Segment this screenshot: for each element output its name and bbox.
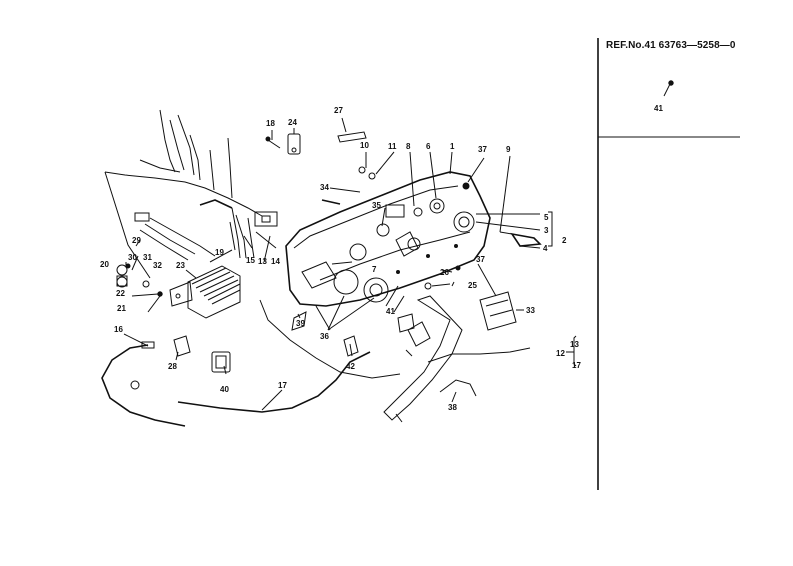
callout-28: 28: [168, 362, 177, 371]
callout-2: 2: [562, 236, 567, 245]
callout-11: 11: [388, 142, 397, 151]
callout-23: 23: [176, 261, 185, 270]
callout-26: 26: [440, 268, 449, 277]
wire-harness-17: [177, 351, 371, 413]
callout-12: 12: [556, 349, 565, 358]
lead-wire-16: [101, 344, 186, 427]
misc-small-parts: [265, 131, 470, 357]
label-plate: [479, 291, 517, 331]
callout-20: 20: [100, 260, 109, 269]
key-switch: [499, 231, 542, 247]
callout-10: 10: [360, 141, 369, 150]
dash-panel: [285, 171, 491, 307]
callout-14: 14: [271, 257, 280, 266]
callout-29: 29: [132, 236, 141, 245]
regulator-unit: [169, 265, 241, 319]
callout-8: 8: [406, 142, 411, 151]
callout-40: 40: [220, 385, 229, 394]
callout-32: 32: [153, 261, 162, 270]
reference-header: REF.No.41 63763—5258—0: [606, 40, 736, 51]
fuse-holder: [173, 335, 231, 373]
callout-41: 41: [386, 307, 395, 316]
wiring-harness: [104, 109, 278, 279]
callout-13-top: 13: [570, 340, 579, 349]
ref-bolt-icon: [663, 80, 674, 97]
callout-36: 36: [320, 332, 329, 341]
callout-21: 21: [117, 304, 126, 313]
callout-5: 5: [544, 213, 549, 222]
leader-lines: [123, 117, 577, 411]
callout-38: 38: [448, 403, 457, 412]
ref-callout-41: 41: [654, 104, 663, 113]
callout-6: 6: [426, 142, 431, 151]
callout-42: 42: [346, 362, 355, 371]
cable-38: [439, 379, 477, 397]
callout-17: 17: [278, 381, 287, 390]
callout-1: 1: [450, 142, 455, 151]
callout-3: 3: [544, 226, 549, 235]
callout-7: 7: [372, 265, 377, 274]
callout-19: 19: [215, 248, 224, 257]
callout-30: 30: [128, 253, 137, 262]
callout-39: 39: [296, 319, 305, 328]
callout-34: 34: [320, 183, 329, 192]
callout-22: 22: [116, 289, 125, 298]
callout-4: 4: [543, 244, 548, 253]
callout-25: 25: [468, 281, 477, 290]
callout-33: 33: [526, 306, 535, 315]
callout-15: 15: [246, 256, 255, 265]
callout-13: 13: [258, 257, 267, 266]
callout-37-top: 37: [478, 145, 487, 154]
callout-24: 24: [288, 118, 297, 127]
callout-9: 9: [506, 145, 511, 154]
callout-37: 37: [476, 255, 485, 264]
callout-27: 27: [334, 106, 343, 115]
callout-35: 35: [372, 201, 381, 210]
callout-16: 16: [114, 325, 123, 334]
callout-labels: 1 2 3 4 5 6 7 8 9 10 11 12 13 17 13 14 1…: [100, 104, 663, 412]
mounting-stay: [383, 295, 463, 423]
callout-18: 18: [266, 119, 275, 128]
callout-31: 31: [143, 253, 152, 262]
callout-17-right: 17: [572, 361, 581, 370]
